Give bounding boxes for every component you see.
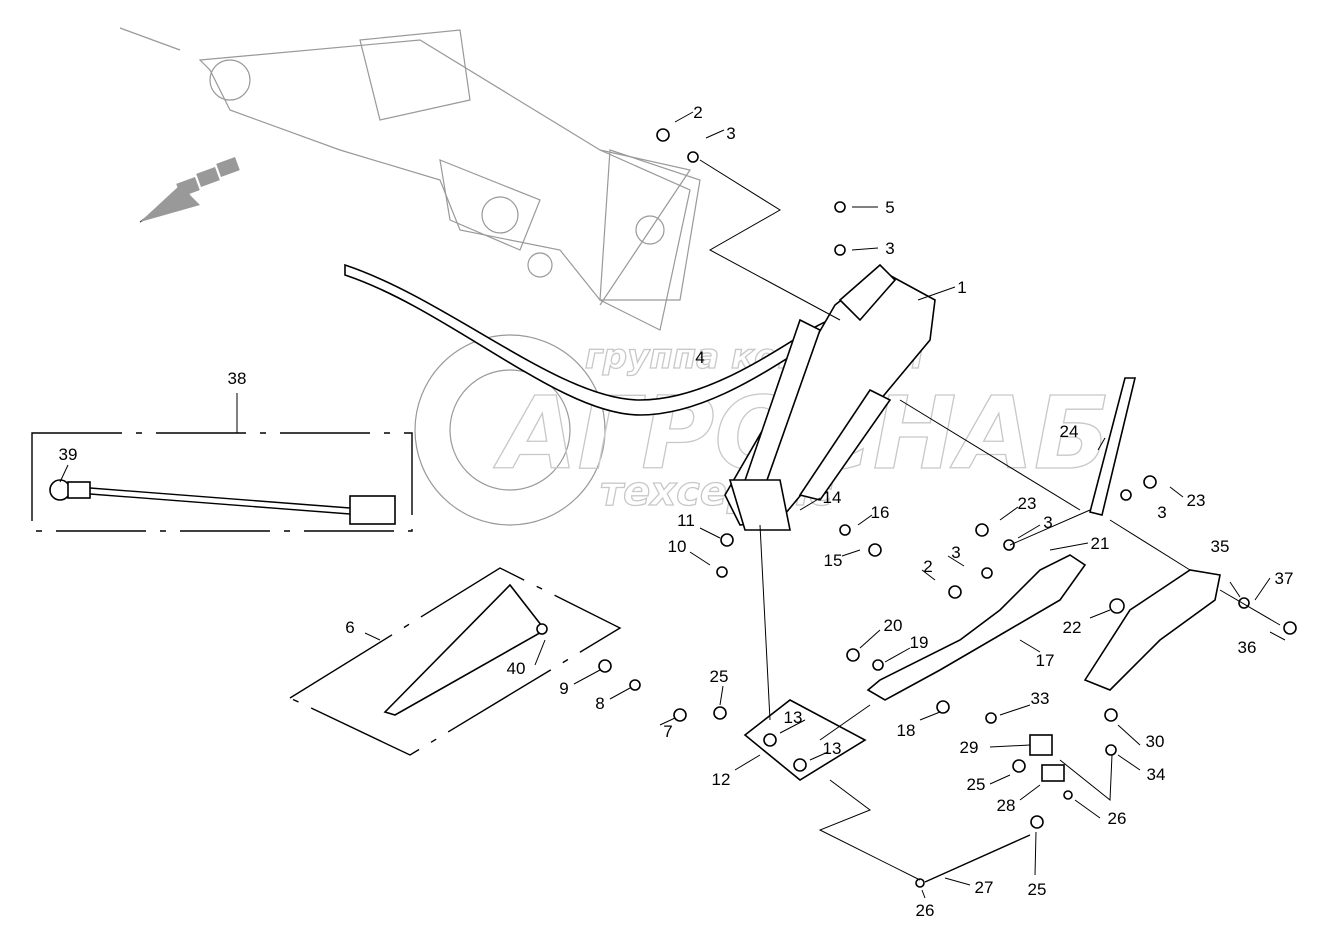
callout: 2 <box>923 557 932 576</box>
callout: 17 <box>1036 651 1055 670</box>
callout: 2 <box>693 103 702 122</box>
direction-arrow-icon <box>139 157 240 223</box>
callout: 12 <box>712 770 731 789</box>
callout: 5 <box>885 198 894 217</box>
callout: 3 <box>726 124 735 143</box>
leader-lines <box>59 111 1286 899</box>
callout: 26 <box>916 901 935 920</box>
callout: 16 <box>871 503 890 522</box>
callout: 8 <box>595 694 604 713</box>
sensor-part-28 <box>1029 734 1065 782</box>
callout: 3 <box>1043 513 1052 532</box>
callout: 29 <box>960 738 979 757</box>
callout: 35 <box>1211 537 1230 556</box>
plate-part-12 <box>743 699 867 781</box>
arm-part-17 <box>866 554 1087 701</box>
callout: 10 <box>668 537 687 556</box>
callout: 13 <box>784 708 803 727</box>
callout: 20 <box>884 616 903 635</box>
callout: 23 <box>1018 494 1037 513</box>
callout: 11 <box>677 511 695 530</box>
callout: 14 <box>823 488 842 507</box>
callout: 3 <box>951 543 960 562</box>
callout: 22 <box>1063 618 1082 637</box>
callout: 3 <box>885 239 894 258</box>
callout: 39 <box>59 445 78 464</box>
callout: 25 <box>710 667 729 686</box>
callout: 9 <box>559 679 568 698</box>
bracket-part-1 <box>724 263 936 531</box>
cable-assembly-box <box>31 432 413 532</box>
callout: 37 <box>1275 569 1294 588</box>
callout: 34 <box>1147 765 1166 784</box>
callout: 26 <box>1108 809 1127 828</box>
callout: 21 <box>1091 534 1110 553</box>
callout: 18 <box>897 721 916 740</box>
callout: 25 <box>967 775 986 794</box>
callout: 13 <box>823 739 842 758</box>
callout: 25 <box>1028 880 1047 899</box>
callout: 36 <box>1238 638 1257 657</box>
callout: 1 <box>957 278 966 297</box>
callout: 4 <box>695 348 704 367</box>
callout: 30 <box>1146 732 1165 751</box>
callout: 33 <box>1031 689 1050 708</box>
plate-part-35 <box>1083 569 1221 691</box>
callout: 38 <box>228 369 247 388</box>
callout: 27 <box>975 878 994 897</box>
callout: 19 <box>910 633 929 652</box>
callout: 7 <box>663 722 672 741</box>
callout: 23 <box>1187 491 1206 510</box>
callout: 6 <box>345 618 354 637</box>
callout: 15 <box>824 551 843 570</box>
callout: 24 <box>1060 422 1079 441</box>
callout-labels: 2 3 5 3 1 4 38 39 24 23 3 23 3 21 3 2 22… <box>59 103 1294 920</box>
fasteners <box>536 128 1297 888</box>
shoe-part-6 <box>288 567 622 756</box>
callout: 3 <box>1157 503 1166 522</box>
callout: 28 <box>997 796 1016 815</box>
link-part-24 <box>1089 377 1137 516</box>
callout: 40 <box>507 659 526 678</box>
frame-assembly <box>119 27 701 331</box>
